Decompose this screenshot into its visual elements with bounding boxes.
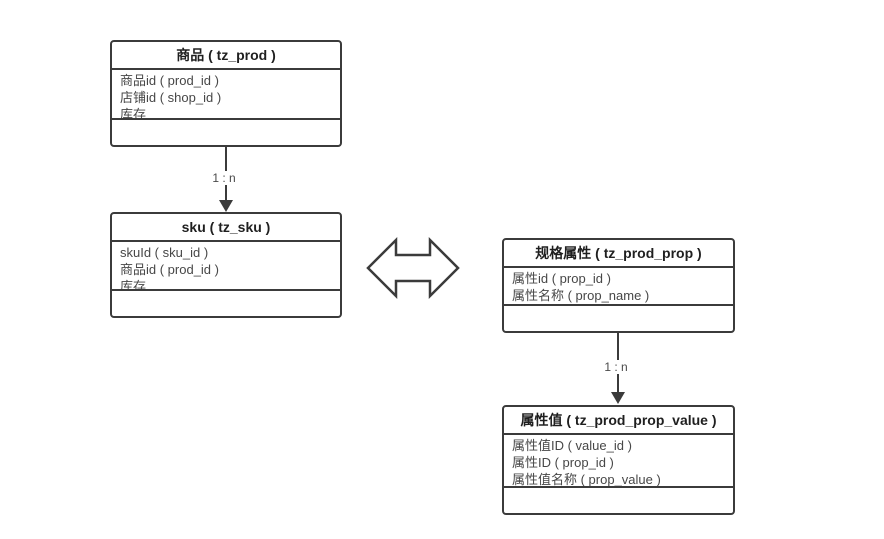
- arrowhead-down-icon: [611, 392, 625, 404]
- entity-sku-fields: skuId ( sku_id ) 商品id ( prod_id ) 库存: [112, 242, 340, 289]
- entity-prod: 商品 ( tz_prod ) 商品id ( prod_id ) 店铺id ( s…: [110, 40, 342, 147]
- entity-field: 属性id ( prop_id ): [512, 271, 611, 286]
- entity-prod-prop-fields: 属性id ( prop_id ) 属性名称 ( prop_name ): [504, 268, 733, 304]
- entity-field: 属性ID ( prop_id ): [512, 455, 614, 470]
- entity-field: 属性值名称 ( prop_value ): [512, 472, 661, 486]
- entity-prod-prop-value-fields: 属性值ID ( value_id ) 属性ID ( prop_id ) 属性值名…: [504, 435, 733, 486]
- double-arrow-icon: [366, 236, 460, 300]
- entity-sku-title: sku ( tz_sku ): [112, 214, 340, 242]
- entity-field: 库存: [120, 279, 147, 289]
- entity-empty-section: [112, 118, 340, 145]
- entity-field: 属性名称 ( prop_name ): [512, 288, 650, 303]
- entity-sku: sku ( tz_sku ) skuId ( sku_id ) 商品id ( p…: [110, 212, 342, 318]
- entity-field: skuId ( sku_id ): [120, 245, 209, 260]
- entity-field: 属性值ID ( value_id ): [512, 438, 632, 453]
- entity-empty-section: [112, 289, 340, 316]
- entity-prod-prop-value-title: 属性值 ( tz_prod_prop_value ): [504, 407, 733, 435]
- entity-prod-fields: 商品id ( prod_id ) 店铺id ( shop_id ) 库存: [112, 70, 340, 118]
- entity-prod-prop: 规格属性 ( tz_prod_prop ) 属性id ( prop_id ) 属…: [502, 238, 735, 333]
- arrowhead-down-icon: [219, 200, 233, 212]
- entity-prod-title: 商品 ( tz_prod ): [112, 42, 340, 70]
- entity-prod-prop-value: 属性值 ( tz_prod_prop_value ) 属性值ID ( value…: [502, 405, 735, 515]
- entity-field: 商品id ( prod_id ): [120, 73, 219, 88]
- relation-label-prod-sku: 1 : n: [209, 171, 239, 185]
- entity-field: 店铺id ( shop_id ): [120, 90, 222, 105]
- entity-field: 商品id ( prod_id ): [120, 262, 219, 277]
- entity-prod-prop-title: 规格属性 ( tz_prod_prop ): [504, 240, 733, 268]
- relation-label-prop-value: 1 : n: [601, 360, 631, 374]
- entity-field: 库存: [120, 107, 147, 118]
- entity-empty-section: [504, 304, 733, 331]
- entity-empty-section: [504, 486, 733, 513]
